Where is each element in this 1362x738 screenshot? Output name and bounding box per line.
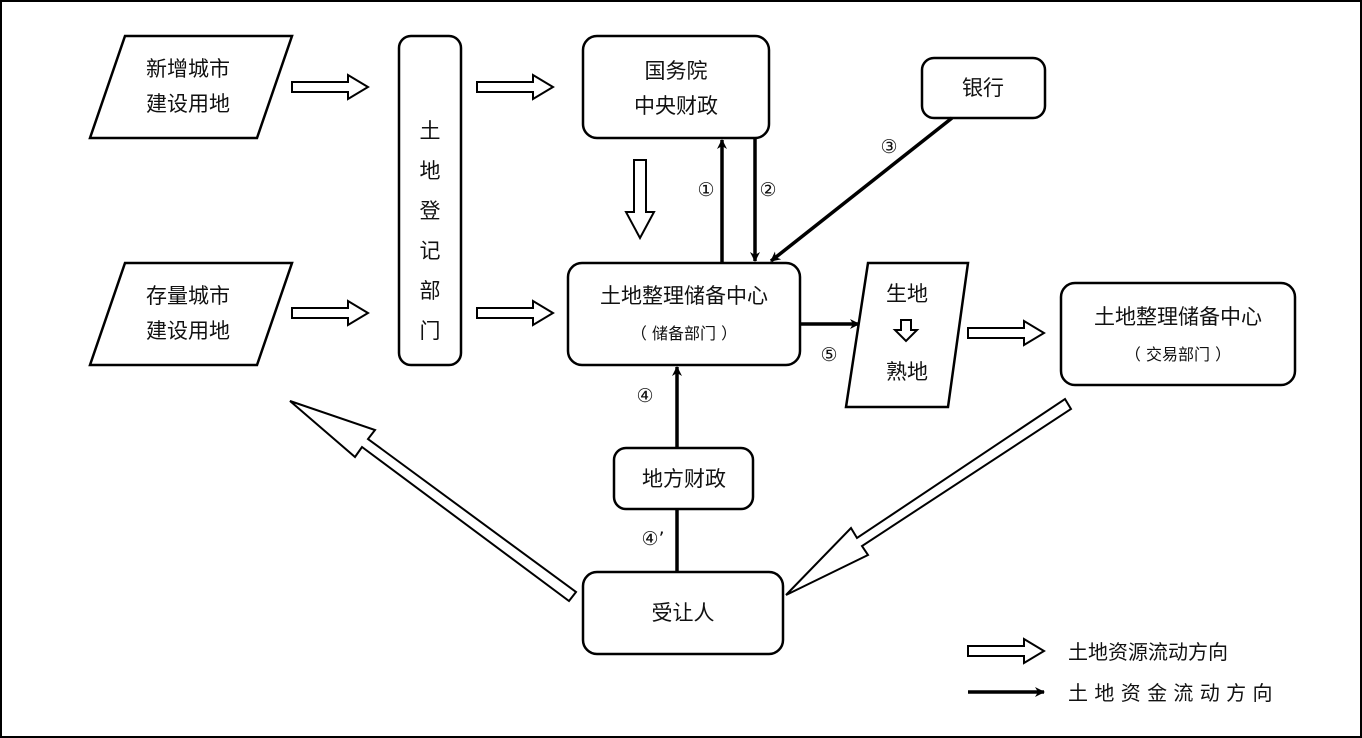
resource-arrow-registry-to-reserve <box>476 299 555 327</box>
registry-char-5: 部 <box>420 279 441 303</box>
trade-center-label: 土地整理储备中心 <box>1094 305 1262 329</box>
new-urban-land-node: 新增城市 建设用地 <box>88 34 294 140</box>
existing-urban-land-line2: 建设用地 <box>146 319 230 343</box>
legend-fund-label: 土 地 资 金 流 动 方 向 <box>1068 681 1273 705</box>
raw-to-cooked-arrow-icon <box>892 319 920 343</box>
assignee-label: 受让人 <box>652 601 715 625</box>
land-registry-node: 土 地 登 记 部 门 <box>397 34 463 367</box>
local-finance-label: 地方财政 <box>642 467 726 491</box>
local-finance-node: 地方财政 <box>612 446 755 511</box>
reserve-center-label: 土地整理储备中心 <box>600 284 768 308</box>
flow-label-3: ③ <box>880 136 897 158</box>
trade-dept-label: （ 交易部门 ） <box>1125 345 1231 364</box>
resource-arrow-council-to-reserve <box>624 159 656 241</box>
existing-urban-land-line1: 存量城市 <box>146 284 230 308</box>
bank-label: 银行 <box>962 76 1004 100</box>
registry-char-4: 记 <box>420 239 441 263</box>
fund-arrow-3-bank-to-reserve <box>769 116 954 263</box>
registry-char-6: 门 <box>420 319 441 343</box>
resource-arrow-new-to-registry <box>291 73 370 101</box>
registry-char-3: 登 <box>420 199 441 223</box>
state-council-line2: 中央财政 <box>634 94 718 118</box>
registry-char-1: 土 <box>420 119 441 143</box>
legend-resource-label: 土地资源流动方向 <box>1068 640 1228 664</box>
flow-label-2: ② <box>759 179 776 201</box>
resource-arrow-assignee-to-stock <box>289 400 578 603</box>
reserve-dept-label: （ 储备部门 ） <box>631 324 737 343</box>
flow-label-1: ① <box>697 179 714 201</box>
existing-urban-land-node: 存量城市 建设用地 <box>88 261 294 367</box>
registry-char-2: 地 <box>420 159 441 183</box>
assignee-node: 受让人 <box>581 570 785 656</box>
resource-arrow-land-to-trade <box>967 319 1046 347</box>
resource-arrow-stock-to-registry <box>291 299 370 327</box>
legend-resource-arrow-icon <box>967 637 1046 665</box>
state-council-node: 国务院 中央财政 <box>581 34 771 140</box>
reserve-center-node: 土地整理储备中心 （ 储备部门 ） <box>566 261 802 367</box>
flow-label-4: ④ <box>636 385 653 407</box>
flow-label-5: ⑤ <box>820 344 837 366</box>
raw-land-label: 生地 <box>886 282 928 306</box>
legend: 土地资源流动方向 土 地 资 金 流 动 方 向 <box>967 637 1273 705</box>
new-urban-land-line1: 新增城市 <box>146 57 230 81</box>
flow-label-4-prime: ④’ <box>641 528 664 550</box>
cooked-land-label: 熟地 <box>886 360 928 384</box>
trade-center-node: 土地整理储备中心 （ 交易部门 ） <box>1059 281 1297 387</box>
resource-arrow-trade-to-assignee <box>785 397 1073 596</box>
state-council-line1: 国务院 <box>645 59 708 83</box>
resource-arrow-registry-to-council <box>476 73 555 101</box>
bank-node: 银行 <box>920 56 1047 120</box>
new-urban-land-line2: 建设用地 <box>146 92 230 116</box>
land-state-node: 生地 熟地 <box>844 261 970 409</box>
